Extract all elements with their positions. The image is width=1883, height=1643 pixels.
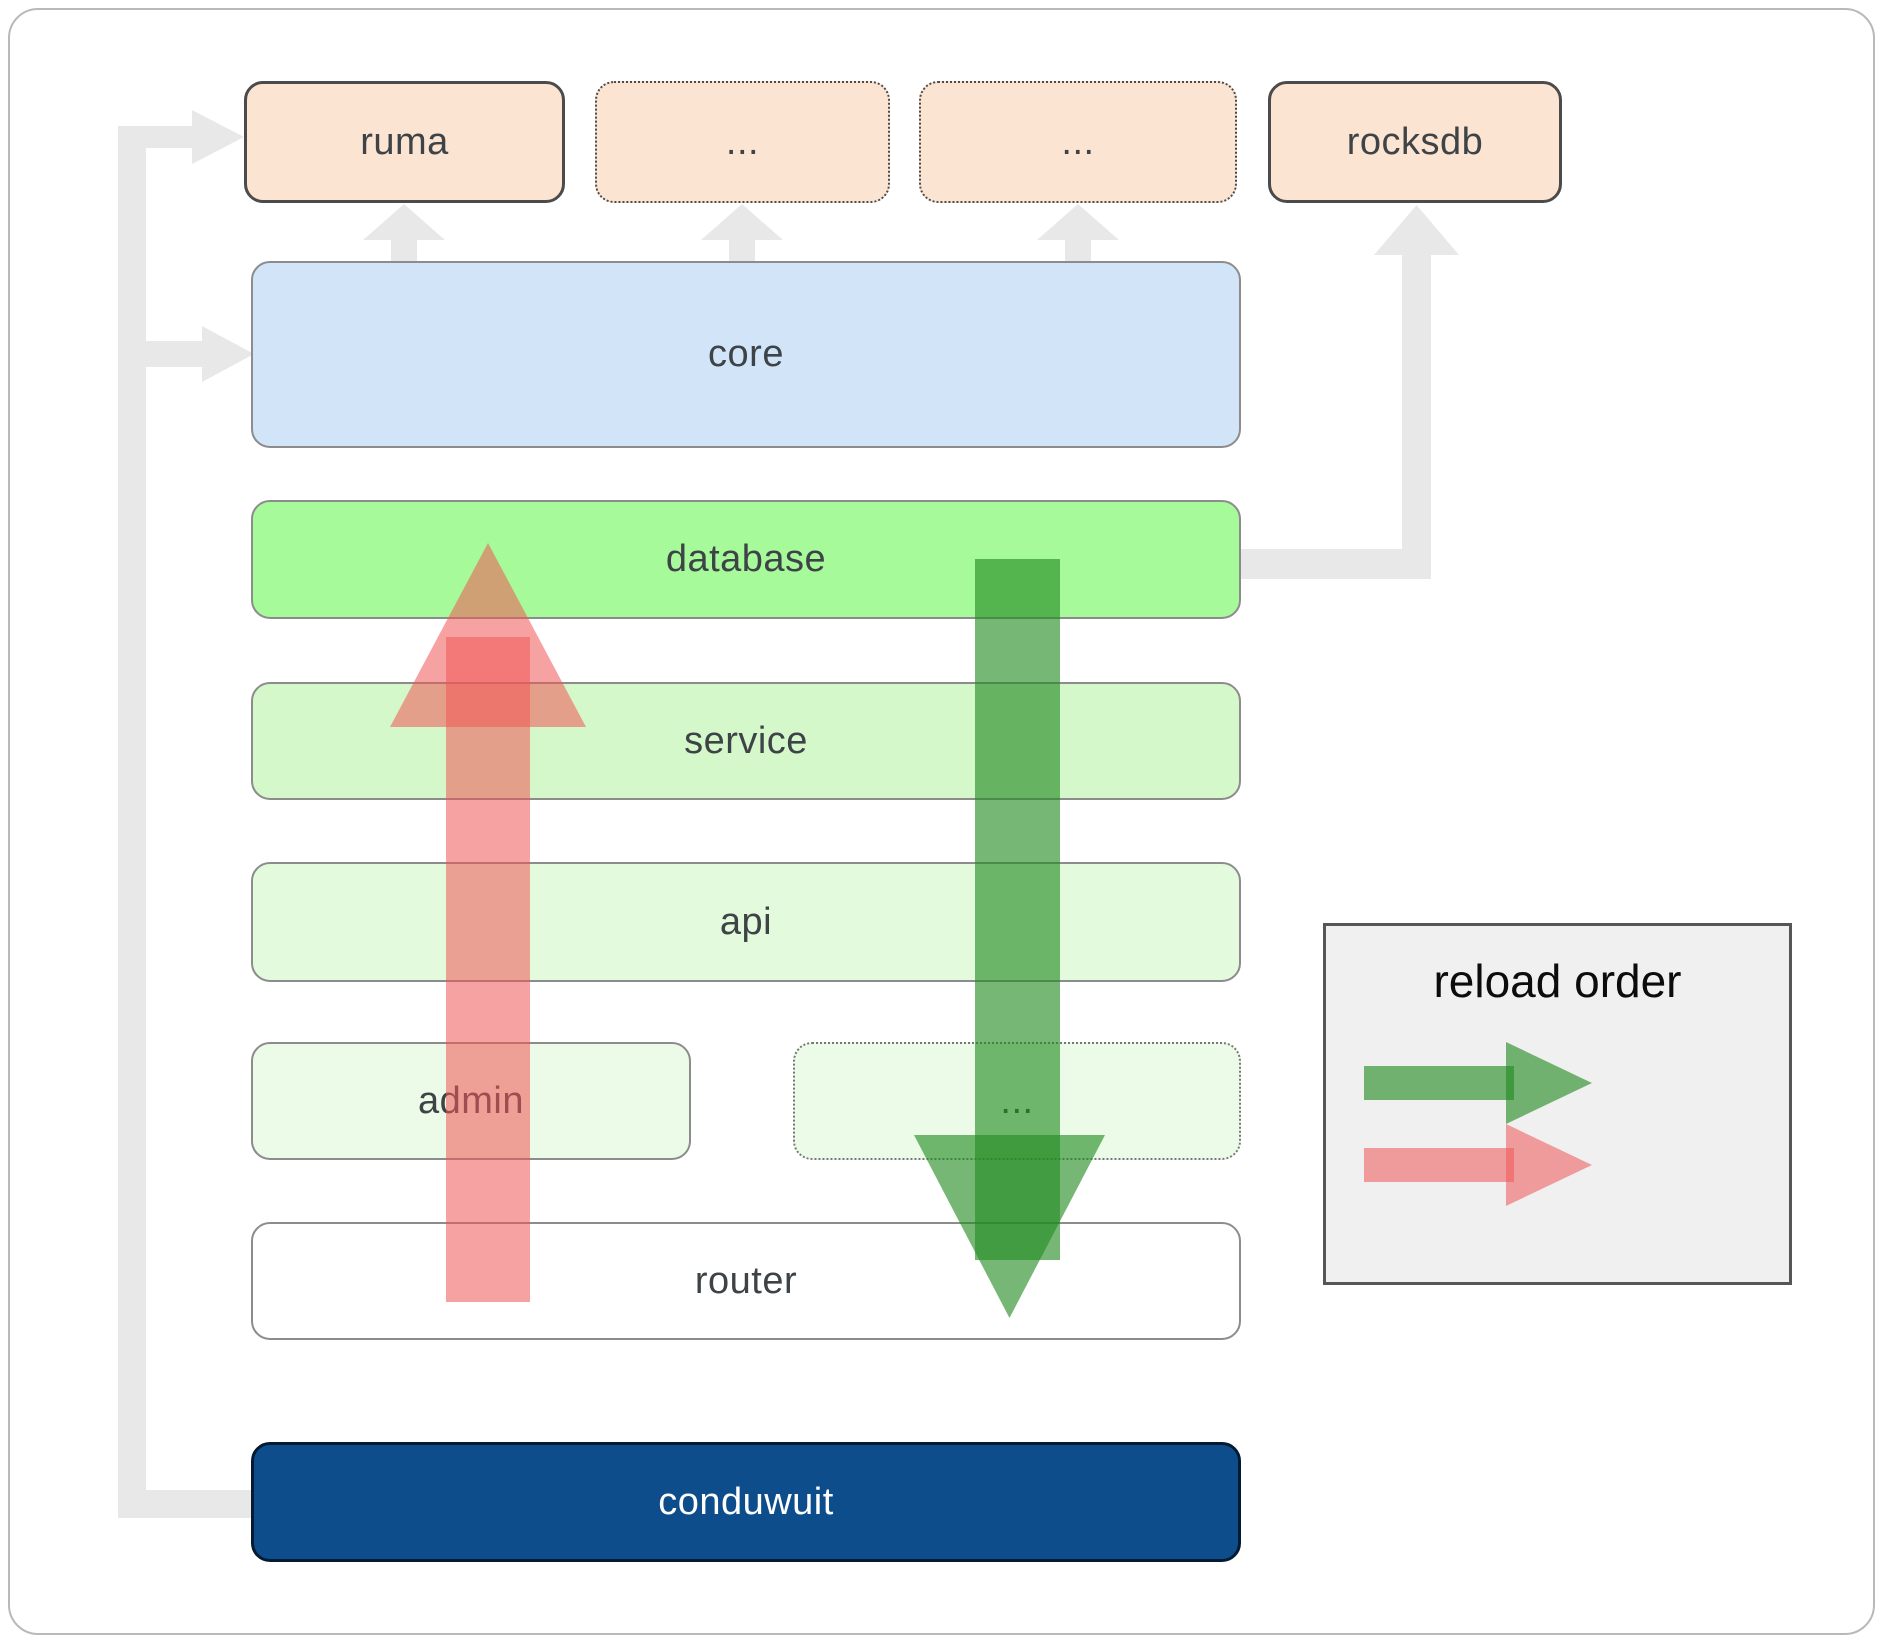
- box-router-label: router: [694, 1259, 798, 1302]
- box-ruma-label: ruma: [360, 120, 449, 163]
- box-router: router: [251, 1222, 1241, 1340]
- connector-core-to-ruma-shaft: [391, 236, 417, 262]
- connector-database-to-rocksdb-vertical: [1402, 253, 1431, 579]
- legend-load-arrow-shaft: [1364, 1066, 1514, 1100]
- connector-conduwuit-elbow: [118, 1490, 254, 1518]
- box-etc-1: ...: [595, 81, 890, 203]
- box-service: service: [251, 682, 1241, 800]
- box-etc-2: ...: [919, 81, 1237, 203]
- box-rocksdb-label: rocksdb: [1346, 120, 1484, 163]
- box-core-label: core: [708, 333, 784, 375]
- box-etc-1-label: ...: [725, 120, 760, 163]
- legend-unload-arrow-shaft: [1364, 1148, 1514, 1182]
- box-api-label: api: [719, 900, 773, 943]
- box-conduwuit-label: conduwuit: [658, 1480, 834, 1523]
- page-border: [8, 8, 1875, 1635]
- box-conduwuit: conduwuit: [251, 1442, 1241, 1562]
- legend: reload order: [1323, 923, 1792, 1285]
- box-service-label: service: [684, 719, 808, 762]
- legend-title: reload order: [1433, 955, 1682, 1007]
- connector-database-to-rocksdb-horizontal: [1241, 549, 1431, 579]
- connector-conduwuit-vertical: [118, 126, 146, 1518]
- box-api: api: [251, 862, 1241, 982]
- connector-to-ruma-shaft: [118, 126, 194, 148]
- connector-to-core-shaft: [118, 341, 204, 367]
- box-etc-2-label: ...: [1061, 120, 1095, 163]
- box-database-label: database: [665, 538, 827, 580]
- box-core: core: [251, 261, 1241, 448]
- unload-arrow-shaft: [446, 637, 530, 1302]
- box-ruma: ruma: [244, 81, 565, 203]
- connector-core-to-etc2-shaft: [1065, 236, 1091, 262]
- connector-core-to-etc1-shaft: [729, 236, 755, 262]
- box-rocksdb: rocksdb: [1268, 81, 1562, 203]
- box-database: database: [251, 500, 1241, 619]
